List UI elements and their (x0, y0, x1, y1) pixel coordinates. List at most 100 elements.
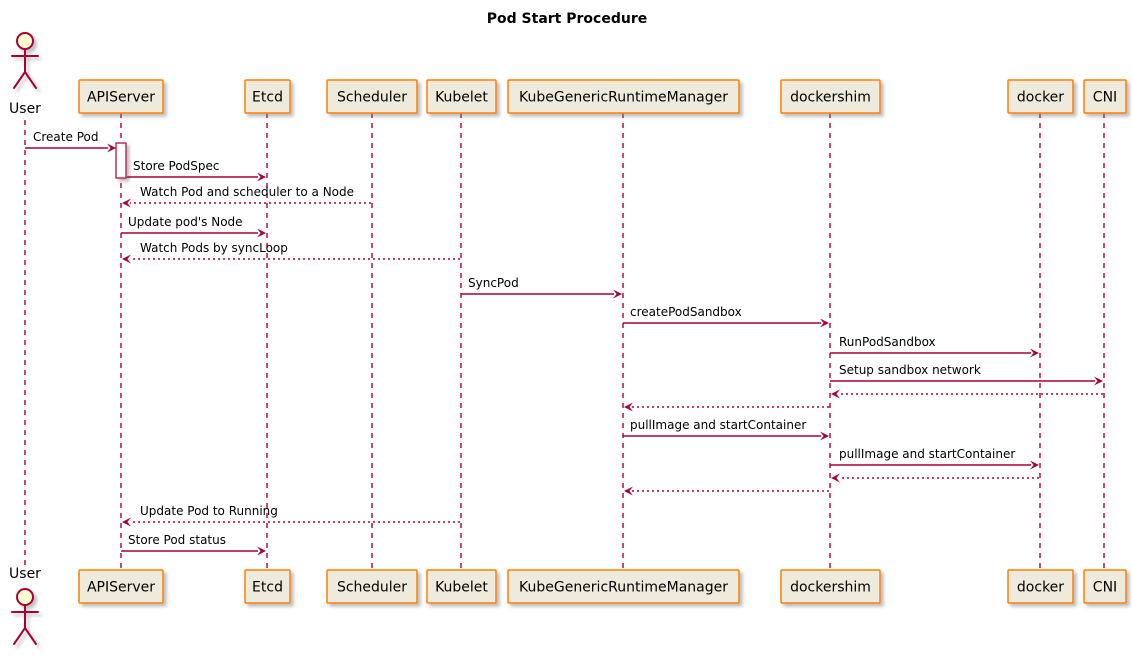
participant-box[interactable] (244, 79, 291, 114)
message-arrowhead (122, 254, 131, 264)
message-m13[interactable]: pullImage and startContainer (830, 447, 1039, 470)
participant-label: KubeGenericRuntimeManager (519, 90, 728, 106)
message-label: Setup sandbox network (839, 363, 981, 377)
message-label: Store PodSpec (133, 159, 220, 173)
message-label: Create Pod (33, 130, 98, 144)
lifelines-group (24, 113, 1105, 570)
message-label: pullImage and startContainer (630, 418, 806, 432)
participant-scheduler-bottom[interactable]: Scheduler (326, 569, 418, 604)
message-m7[interactable]: createPodSandbox (623, 305, 829, 328)
participant-box[interactable] (78, 569, 164, 604)
message-arrowhead (122, 198, 131, 208)
message-m16[interactable]: Update Pod to Running (122, 504, 460, 527)
participant-label: Scheduler (337, 90, 407, 106)
participant-docker-bottom[interactable]: docker (1007, 569, 1074, 604)
message-m9[interactable]: Setup sandbox network (830, 363, 1103, 386)
participant-kgrm-bottom[interactable]: KubeGenericRuntimeManager (507, 569, 740, 604)
activation-bar-apiserver (115, 142, 127, 179)
message-arrowhead (257, 546, 266, 556)
message-label: Watch Pods by syncLoop (140, 241, 288, 255)
message-m5[interactable]: Watch Pods by syncLoop (122, 241, 460, 264)
message-arrowhead (257, 228, 266, 238)
actor-figure-user-bottom (11, 588, 39, 645)
participant-docker-top[interactable]: docker (1007, 79, 1074, 114)
participant-scheduler-top[interactable]: Scheduler (326, 79, 418, 114)
message-label: Update Pod to Running (140, 504, 278, 518)
participant-box[interactable] (1083, 569, 1127, 604)
message-arrowhead (624, 402, 633, 412)
message-label: Update pod's Node (128, 215, 243, 229)
participant-box[interactable] (326, 569, 418, 604)
message-arrowhead (1030, 460, 1039, 470)
participant-label: Scheduler (337, 580, 407, 596)
actor-label-user-bottom: User (9, 566, 41, 582)
actor-figure-user-top (11, 32, 39, 89)
participant-label: Kubelet (435, 90, 488, 106)
participant-box[interactable] (1007, 569, 1074, 604)
message-label: Watch Pod and scheduler to a Node (140, 185, 354, 199)
message-arrowhead (257, 172, 266, 182)
message-m17[interactable]: Store Pod status (121, 533, 266, 556)
participant-dockershim-bottom[interactable]: dockershim (780, 569, 881, 604)
actor-label-user-top: User (9, 101, 41, 117)
message-m6[interactable]: SyncPod (461, 276, 622, 299)
participant-label: APIServer (87, 90, 155, 106)
participant-apiserver-bottom[interactable]: APIServer (78, 569, 164, 604)
message-m12[interactable]: pullImage and startContainer (623, 418, 829, 441)
participant-label: APIServer (87, 580, 155, 596)
participant-label: docker (1017, 90, 1064, 106)
participant-etcd-bottom[interactable]: Etcd (244, 569, 291, 604)
message-m3[interactable]: Watch Pod and scheduler to a Node (122, 185, 371, 208)
activations-group (115, 142, 127, 179)
participant-label: Kubelet (435, 580, 488, 596)
participant-box[interactable] (780, 569, 881, 604)
participant-kubelet-bottom[interactable]: Kubelet (426, 569, 497, 604)
message-arrowhead (122, 517, 131, 527)
participant-label: CNI (1093, 90, 1117, 106)
participant-box[interactable] (426, 569, 497, 604)
participant-box[interactable] (1007, 79, 1074, 114)
participant-box[interactable] (78, 79, 164, 114)
participant-box[interactable] (326, 79, 418, 114)
diagram-title: Pod Start Procedure (487, 11, 647, 27)
participant-box[interactable] (244, 569, 291, 604)
participant-kubelet-top[interactable]: Kubelet (426, 79, 497, 114)
participant-label: dockershim (790, 90, 871, 106)
participant-box[interactable] (780, 79, 881, 114)
participant-cni-top[interactable]: CNI (1083, 79, 1127, 114)
participant-etcd-top[interactable]: Etcd (244, 79, 291, 114)
message-arrowhead (1030, 348, 1039, 358)
participant-label: KubeGenericRuntimeManager (519, 580, 728, 596)
participant-box[interactable] (426, 79, 497, 114)
participant-dockershim-top[interactable]: dockershim (780, 79, 881, 114)
message-m11[interactable] (624, 402, 829, 412)
message-m1[interactable]: Create Pod (25, 130, 116, 153)
message-arrowhead (1094, 376, 1103, 386)
message-m10[interactable] (831, 389, 1103, 399)
participant-label: docker (1017, 580, 1064, 596)
message-arrowhead (831, 389, 840, 399)
participant-label: Etcd (252, 90, 283, 106)
message-m8[interactable]: RunPodSandbox (830, 335, 1039, 358)
message-label: RunPodSandbox (839, 335, 936, 349)
message-label: createPodSandbox (630, 305, 742, 319)
message-arrowhead (820, 431, 829, 441)
message-m4[interactable]: Update pod's Node (121, 215, 266, 238)
participant-kgrm-top[interactable]: KubeGenericRuntimeManager (507, 79, 740, 114)
participant-box[interactable] (507, 569, 740, 604)
participant-box[interactable] (507, 79, 740, 114)
participant-box[interactable] (1083, 79, 1127, 114)
message-arrowhead (107, 143, 116, 153)
message-m14[interactable] (831, 473, 1039, 483)
participant-label: Etcd (252, 580, 283, 596)
message-m2[interactable]: Store PodSpec (127, 159, 266, 182)
participant-cni-bottom[interactable]: CNI (1083, 569, 1127, 604)
message-m15[interactable] (624, 486, 829, 496)
participant-label: CNI (1093, 580, 1117, 596)
participant-apiserver-top[interactable]: APIServer (78, 79, 164, 114)
message-label: pullImage and startContainer (839, 447, 1015, 461)
message-arrowhead (624, 486, 633, 496)
